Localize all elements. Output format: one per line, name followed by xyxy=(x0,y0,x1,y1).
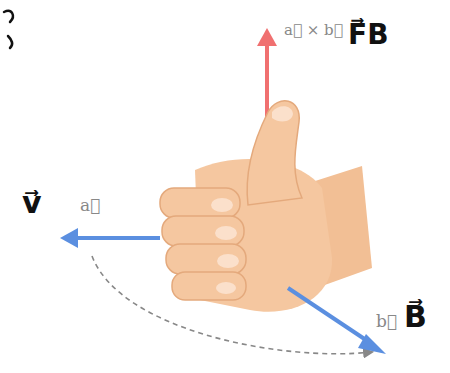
vector-a-arrowhead xyxy=(60,228,78,248)
vector-a-arrow xyxy=(76,236,160,240)
pen-mark xyxy=(4,11,13,48)
cross-product-label: a⃗ × b⃗ xyxy=(284,22,343,39)
vector-a-label: a⃗ xyxy=(80,196,100,215)
fingers xyxy=(160,188,246,300)
vector-b-arrow xyxy=(288,288,372,344)
force-label: F⃗B xyxy=(348,20,388,51)
cross-product-arrowhead xyxy=(257,28,277,46)
vector-b-arrowhead xyxy=(358,334,386,354)
velocity-label: v⃗ xyxy=(22,186,42,219)
field-label: B⃗ xyxy=(404,300,427,333)
thumb xyxy=(247,101,302,205)
vector-b-label: b⃗ xyxy=(376,312,397,331)
thumb-nail xyxy=(272,106,293,121)
